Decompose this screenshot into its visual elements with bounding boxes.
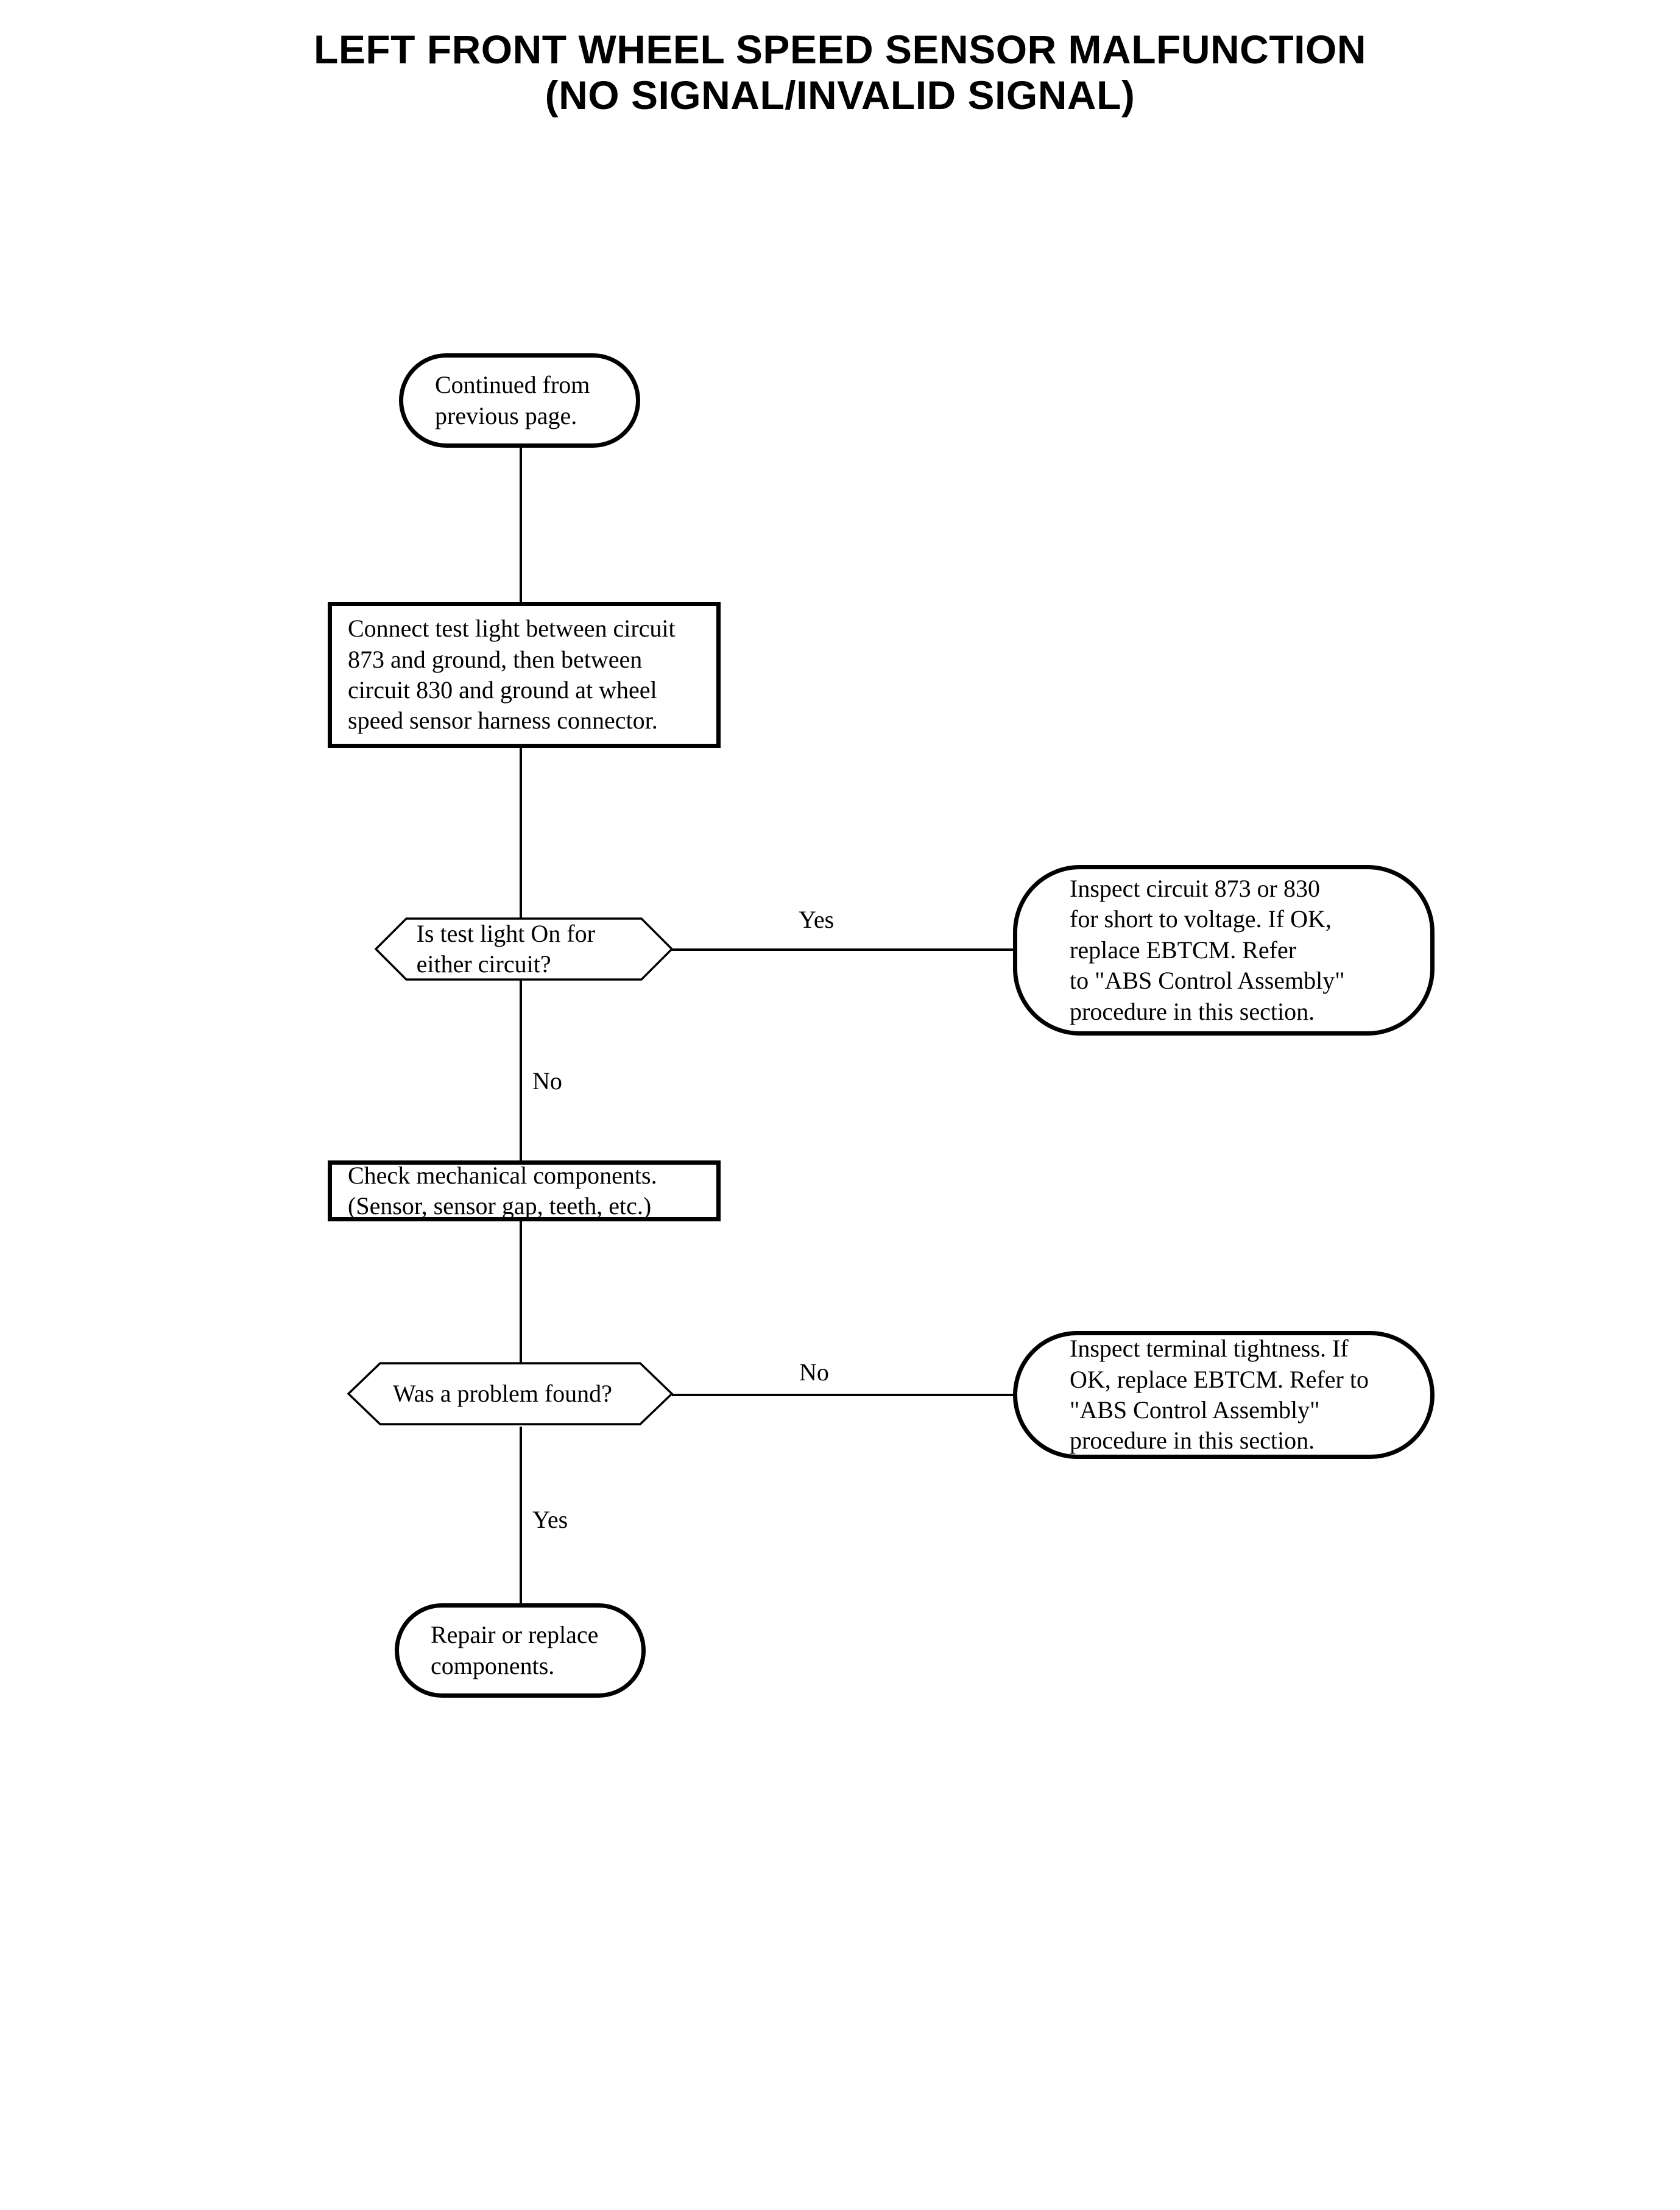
- hexagon-shape: [375, 917, 673, 981]
- node-process-connect-test-light-label: Connect test light between circuit 873 a…: [348, 615, 676, 735]
- node-decision-is-test-light-on[interactable]: Is test light On for either circuit?: [375, 917, 673, 981]
- page-title: LEFT FRONT WHEEL SPEED SENSOR MALFUNCTIO…: [0, 27, 1680, 118]
- connector-problem-found-no-branch: [672, 1394, 1014, 1396]
- node-process-check-mechanical-components-label: Check mechanical components. (Sensor, se…: [348, 1161, 657, 1220]
- page-title-line-1: LEFT FRONT WHEEL SPEED SENSOR MALFUNCTIO…: [314, 27, 1366, 72]
- branch-label-test-light-yes: Yes: [799, 906, 835, 933]
- node-start-continued-from-previous-page[interactable]: Continued from previous page.: [399, 353, 640, 448]
- node-outcome-inspect-terminal-tightness[interactable]: Inspect terminal tightness. If OK, repla…: [1013, 1331, 1435, 1459]
- node-decision-was-a-problem-found[interactable]: Was a problem found?: [347, 1362, 673, 1425]
- branch-label-problem-found-no: No: [799, 1358, 829, 1386]
- node-outcome-inspect-circuit-short-to-voltage-label: Inspect circuit 873 or 830 for short to …: [1070, 875, 1345, 1025]
- node-decision-was-a-problem-found-label: Was a problem found?: [392, 1379, 612, 1407]
- connector-test-light-no-branch: [520, 980, 522, 1162]
- node-end-repair-or-replace-components[interactable]: Repair or replace components.: [395, 1603, 646, 1698]
- node-decision-is-test-light-on-label: Is test light On for either circuit?: [416, 919, 595, 978]
- connector-test-light-yes-branch: [672, 948, 1014, 951]
- node-start-label: Continued from previous page.: [435, 371, 590, 429]
- connector-test-light-process-to-decision: [520, 748, 522, 920]
- node-outcome-inspect-terminal-tightness-label: Inspect terminal tightness. If OK, repla…: [1070, 1335, 1369, 1455]
- page-title-line-2: (NO SIGNAL/INVALID SIGNAL): [545, 72, 1135, 118]
- node-process-connect-test-light[interactable]: Connect test light between circuit 873 a…: [328, 602, 721, 748]
- branch-label-test-light-no: No: [532, 1067, 562, 1095]
- hexagon-shape: [347, 1362, 673, 1425]
- branch-label-problem-found-yes: Yes: [532, 1506, 568, 1533]
- connector-start-to-test-light-process: [520, 447, 522, 602]
- connector-mechanical-process-to-decision: [520, 1221, 522, 1364]
- connector-problem-found-yes-branch: [520, 1427, 522, 1605]
- node-end-repair-or-replace-components-label: Repair or replace components.: [431, 1621, 599, 1679]
- node-process-check-mechanical-components[interactable]: Check mechanical components. (Sensor, se…: [328, 1160, 721, 1221]
- node-outcome-inspect-circuit-short-to-voltage[interactable]: Inspect circuit 873 or 830 for short to …: [1013, 865, 1435, 1036]
